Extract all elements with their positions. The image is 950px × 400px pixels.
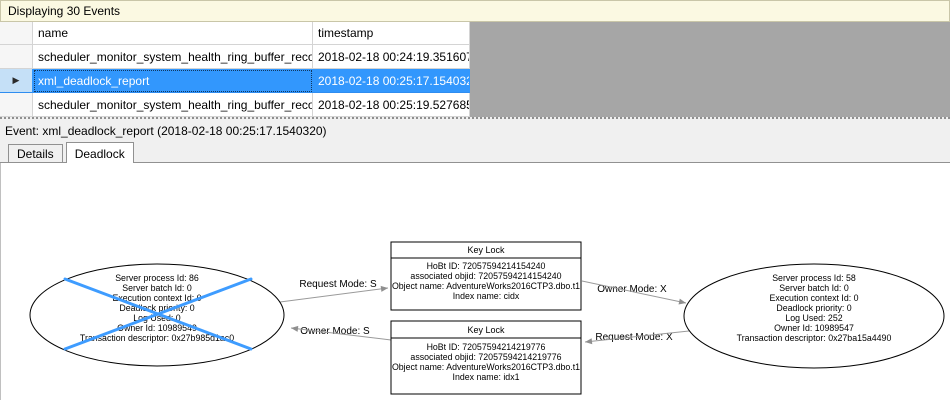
- row-header-cell[interactable]: ▶: [0, 69, 33, 93]
- resource-text-line: Index name: cidx: [453, 291, 520, 301]
- lock-edge: Owner Mode: S: [290, 325, 392, 341]
- edge-line: [290, 327, 392, 341]
- resource-text-line: associated objid: 72057594214154240: [410, 271, 561, 281]
- tab-deadlock[interactable]: Deadlock: [65, 142, 134, 163]
- grid-corner-cell[interactable]: [0, 22, 33, 45]
- event-row-timestamp-cell[interactable]: 2018-02-18 00:25:17.1540320: [313, 69, 470, 93]
- edge-arrowhead-icon: [585, 338, 593, 345]
- lock-edge: Request Mode: X: [584, 330, 690, 345]
- events-count-label: Displaying 30 Events: [8, 4, 121, 18]
- pane-splitter[interactable]: [0, 117, 950, 122]
- edge-line: [584, 330, 690, 343]
- resource-text-line: Object name: AdventureWorks2016CTP3.dbo.…: [392, 362, 580, 372]
- resource-title: Key Lock: [467, 245, 505, 255]
- resource-text-line: HoBt ID: 72057594214219776: [427, 342, 546, 352]
- resource-title: Key Lock: [467, 325, 505, 335]
- row-header-cell[interactable]: [0, 45, 33, 69]
- process-text-line: Deadlock priority: 0: [119, 303, 194, 313]
- edge-label: Request Mode: S: [299, 279, 377, 290]
- edge-line: [279, 287, 389, 303]
- process-text-line: Server batch Id: 0: [779, 283, 849, 293]
- column-header-name[interactable]: name: [33, 22, 313, 45]
- process-ellipse: [683, 263, 945, 369]
- process-text-line: Transaction descriptor: 0x27ba15a4490: [737, 333, 892, 343]
- resource-text-line: associated objid: 72057594214219776: [410, 352, 561, 362]
- deadlock-pane: Request Mode: S Owner Mode: S Owner Mode: …: [0, 163, 950, 400]
- process-text-line: Server process Id: 58: [772, 273, 856, 283]
- process-text-line: Execution context Id: 0: [113, 293, 202, 303]
- lock-edge: Request Mode: S: [279, 279, 389, 303]
- resource-text-line: Object name: AdventureWorks2016CTP3.dbo.…: [392, 281, 580, 291]
- process-text-line: Log Used: 0: [133, 313, 181, 323]
- process-text-line: Deadlock priority: 0: [776, 303, 851, 313]
- victim-cross-icon: [63, 277, 253, 351]
- resource-text-line: Index name: idx1: [453, 372, 520, 382]
- tab-strip: Details Deadlock: [0, 141, 950, 163]
- current-row-arrow-icon: ▶: [12, 75, 20, 85]
- edge-label: Owner Mode: X: [597, 284, 667, 295]
- row-header-cell[interactable]: [0, 93, 33, 117]
- grid-empty-area: [470, 22, 950, 117]
- tab-details[interactable]: Details: [8, 144, 63, 162]
- deadlock-graph: Request Mode: S Owner Mode: S Owner Mode: …: [29, 241, 945, 395]
- event-row-name-cell[interactable]: xml_deadlock_report: [33, 69, 313, 93]
- edge-arrowhead-icon: [380, 285, 388, 292]
- events-grid: name timestamp scheduler_monitor_system_…: [0, 22, 470, 117]
- process-text-line: Transaction descriptor: 0x27b985d1ac0: [80, 333, 234, 343]
- events-table-zone: name timestamp scheduler_monitor_system_…: [0, 22, 950, 117]
- process-text-line: Owner Id: 10989547: [774, 323, 854, 333]
- process-text-line: Owner Id: 10989549: [117, 323, 197, 333]
- events-count-bar: Displaying 30 Events: [0, 0, 950, 22]
- edge-label: Owner Mode: S: [300, 326, 370, 337]
- resource-rect: [390, 241, 582, 311]
- resource-text-line: HoBt ID: 72057594214154240: [427, 261, 546, 271]
- edge-arrowhead-icon: [678, 298, 686, 305]
- event-title-label: Event: xml_deadlock_report (2018-02-18 0…: [5, 124, 327, 138]
- event-row-timestamp-cell[interactable]: 2018-02-18 00:24:19.3516078: [313, 45, 470, 69]
- edge-line: [581, 280, 687, 304]
- column-header-timestamp[interactable]: timestamp: [313, 22, 470, 45]
- event-title-bar: Event: xml_deadlock_report (2018-02-18 0…: [0, 122, 950, 141]
- lock-edge: Owner Mode: X: [581, 280, 687, 305]
- edge-label: Request Mode: X: [595, 332, 673, 343]
- edge-arrowhead-icon: [291, 325, 299, 332]
- event-row-name-cell[interactable]: scheduler_monitor_system_health_ring_buf…: [33, 45, 313, 69]
- process-text-line: Server batch Id: 0: [122, 283, 192, 293]
- event-row-timestamp-cell[interactable]: 2018-02-18 00:25:19.5276859: [313, 93, 470, 117]
- event-row-name-cell[interactable]: scheduler_monitor_system_health_ring_buf…: [33, 93, 313, 117]
- process-text-line: Log Used: 252: [785, 313, 842, 323]
- process-text-line: Server process Id: 86: [115, 273, 199, 283]
- resource-rect: [390, 320, 582, 395]
- process-text-line: Execution context Id: 0: [770, 293, 859, 303]
